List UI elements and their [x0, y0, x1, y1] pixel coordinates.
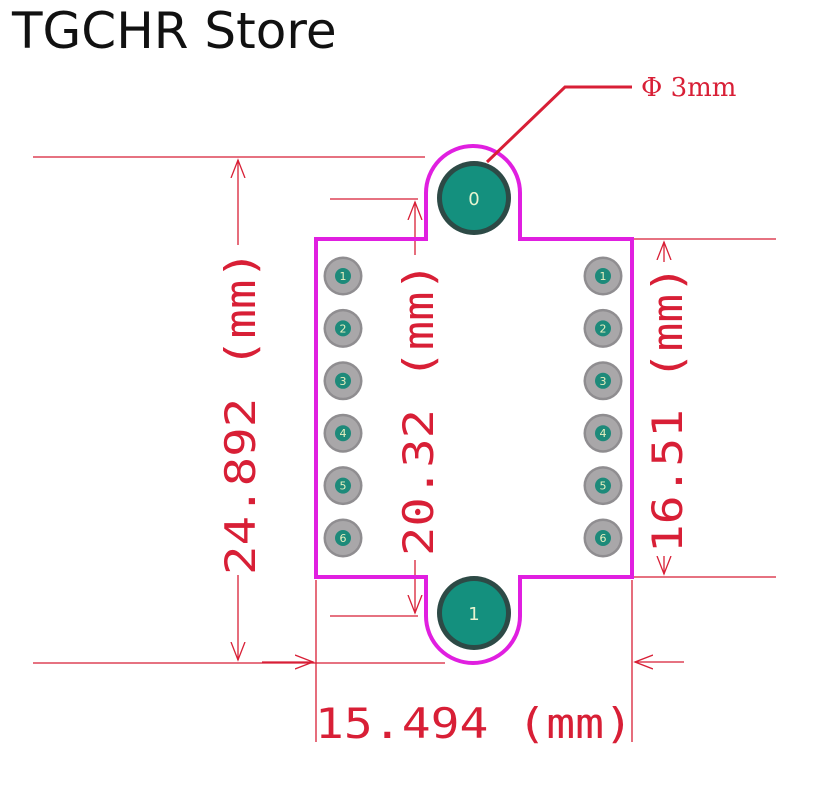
mounting-hole-1: 1 — [437, 576, 511, 650]
pad-center — [335, 372, 351, 389]
pad-left-6: 6 — [323, 518, 363, 558]
pad-number: 5 — [600, 480, 607, 493]
hole-label: 0 — [468, 189, 479, 210]
pad-right-3: 3 — [583, 361, 623, 401]
pad-left-5: 5 — [323, 466, 363, 506]
pad-number: 6 — [340, 532, 347, 545]
pad-center — [335, 425, 351, 442]
pad-number: 1 — [340, 270, 347, 283]
pad-right-5: 5 — [583, 466, 623, 506]
hole-center — [442, 581, 506, 645]
pad-center — [335, 320, 351, 337]
pad-right-6: 6 — [583, 518, 623, 558]
callout-text: Φ 3mm — [641, 73, 736, 103]
dim-text-total-height: 24.892 (mm) — [216, 250, 265, 575]
pad-center — [595, 530, 611, 546]
pad-center — [595, 372, 611, 389]
pad-number: 4 — [340, 427, 347, 440]
pad-left-4: 4 — [323, 413, 363, 453]
pad-center — [335, 268, 351, 284]
store-title: TGCHR Store — [12, 2, 337, 60]
pad-number: 3 — [600, 375, 607, 388]
dim-text-body-width: 15.494 (mm) — [315, 699, 633, 748]
pad-right-1: 1 — [583, 256, 623, 296]
callout-leader — [485, 85, 632, 164]
pad-right-2: 2 — [583, 308, 623, 348]
pad-center — [335, 477, 351, 494]
pad-right-4: 4 — [583, 413, 623, 453]
board-outline — [314, 144, 634, 665]
pad-center — [595, 425, 611, 442]
pad-number: 6 — [600, 532, 607, 545]
dim-text-hole-pitch: 20.32 (mm) — [394, 262, 443, 556]
pad-number: 2 — [340, 322, 347, 335]
pad-center — [595, 477, 611, 494]
mounting-hole-0: 0 — [437, 161, 511, 235]
pad-center — [335, 530, 351, 546]
pad-number: 5 — [340, 480, 347, 493]
hole-label: 1 — [468, 604, 479, 625]
pad-left-3: 3 — [323, 361, 363, 401]
pad-number: 1 — [600, 270, 607, 283]
pad-number: 2 — [600, 322, 607, 335]
pad-left-1: 1 — [323, 256, 363, 296]
dim-text-body-height: 16.51 (mm) — [643, 265, 692, 553]
pad-center — [595, 268, 611, 284]
hole-center — [442, 166, 506, 230]
pad-number: 3 — [340, 375, 347, 388]
pad-center — [595, 320, 611, 337]
pad-number: 4 — [600, 427, 607, 440]
pad-left-2: 2 — [323, 308, 363, 348]
